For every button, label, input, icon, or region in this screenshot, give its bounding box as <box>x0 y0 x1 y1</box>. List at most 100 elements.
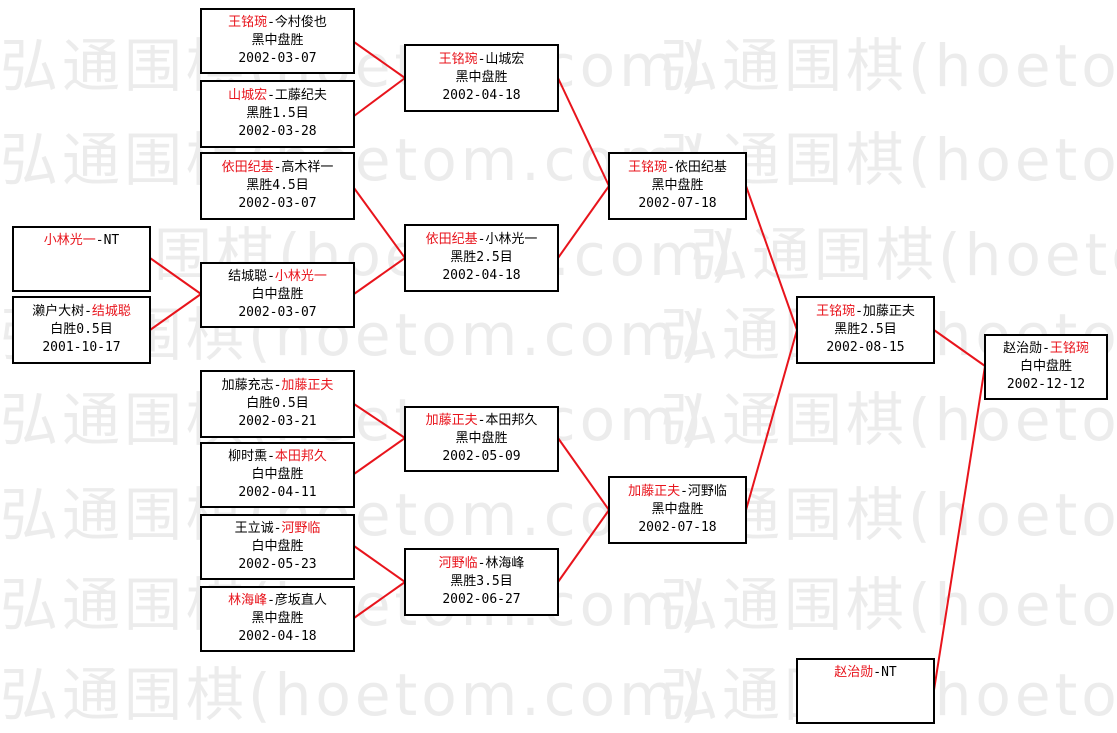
player-2-name: 加藤正夫 <box>281 378 334 393</box>
match-result: 黑中盘胜 <box>455 70 508 85</box>
player-1-name: 小林光一 <box>43 233 96 248</box>
match-date: 2002-04-18 <box>238 629 317 644</box>
match-box[interactable]: 柳时熏-本田邦久 白中盘胜 2002-04-11 <box>200 442 355 508</box>
match-result: 白中盘胜 <box>251 539 304 554</box>
bracket-line <box>745 329 798 511</box>
player-1-name: 山城宏 <box>228 88 268 103</box>
match-box[interactable]: 小林光一-NT <box>12 226 151 292</box>
match-box[interactable]: 河野临-林海峰 黑胜3.5目 2002-06-27 <box>404 548 559 616</box>
player-1-name: 王铭琬 <box>438 52 478 67</box>
player-2-name: 本田邦久 <box>485 413 538 428</box>
match-result: 黑中盘胜 <box>651 178 704 193</box>
match-result: 黑胜2.5目 <box>450 250 513 265</box>
bracket-line <box>353 77 406 117</box>
bracket-line <box>933 329 986 367</box>
match-date: 2002-07-18 <box>638 196 717 211</box>
match-box[interactable]: 王立诚-河野临 白中盘胜 2002-05-23 <box>200 514 355 580</box>
bracket-line <box>353 545 406 583</box>
match-box[interactable]: 山城宏-工藤纪夫 黑胜1.5目 2002-03-28 <box>200 80 355 148</box>
match-players: 加藤充志-加藤正夫 <box>221 378 334 393</box>
match-players: 王立诚-河野临 <box>234 521 321 536</box>
bracket-line <box>353 581 406 619</box>
match-players: 山城宏-工藤纪夫 <box>228 88 327 103</box>
match-result: 白中盘胜 <box>251 287 304 302</box>
match-players: 依田纪基-小林光一 <box>425 232 538 247</box>
player-2-name: 王铭琬 <box>1049 341 1089 356</box>
match-players: 加藤正夫-本田邦久 <box>425 413 538 428</box>
player-2-name: 小林光一 <box>485 232 538 247</box>
match-box[interactable]: 王铭琬-加藤正夫 黑胜2.5目 2002-08-15 <box>796 296 935 364</box>
match-box[interactable]: 加藤正夫-本田邦久 黑中盘胜 2002-05-09 <box>404 406 559 472</box>
match-result: 白中盘胜 <box>1019 359 1072 374</box>
player-2-name: 高木祥一 <box>281 160 334 175</box>
player-1-name: 赵治勋 <box>834 665 874 680</box>
player-1-name: 王铭琬 <box>816 304 856 319</box>
match-date: 2002-04-18 <box>442 268 521 283</box>
match-box[interactable]: 王铭琬-山城宏 黑中盘胜 2002-04-18 <box>404 44 559 112</box>
player-1-name: 林海峰 <box>228 593 268 608</box>
match-box[interactable]: 加藤充志-加藤正夫 白胜0.5目 2002-03-21 <box>200 370 355 438</box>
match-date: 2002-05-09 <box>442 449 521 464</box>
bracket-line <box>149 293 202 331</box>
bracket-line <box>557 185 610 259</box>
match-players: 河野临-林海峰 <box>438 556 525 571</box>
match-result: 白中盘胜 <box>251 467 304 482</box>
match-players: 依田纪基-高木祥一 <box>221 160 334 175</box>
match-date: 2002-07-18 <box>638 520 717 535</box>
player-1-name: 加藤充志 <box>221 378 274 393</box>
bracket-line <box>557 437 610 511</box>
match-box[interactable]: 加藤正夫-河野临 黑中盘胜 2002-07-18 <box>608 476 747 544</box>
player-2-name: 河野临 <box>687 484 727 499</box>
match-result: 黑胜3.5目 <box>450 574 513 589</box>
match-players: 濑户大树-结城聪 <box>32 304 131 319</box>
match-result: 白胜0.5目 <box>50 322 113 337</box>
match-date: 2002-06-27 <box>442 592 521 607</box>
player-2-name: 彦坂直人 <box>274 593 327 608</box>
match-players: 加藤正夫-河野临 <box>628 484 727 499</box>
match-box[interactable]: 林海峰-彦坂直人 黑中盘胜 2002-04-18 <box>200 586 355 652</box>
match-date: 2002-03-07 <box>238 305 317 320</box>
player-1-name: 加藤正夫 <box>628 484 681 499</box>
match-date: 2002-04-11 <box>238 485 317 500</box>
bracket-line <box>745 185 798 331</box>
player-1-name: 王铭琬 <box>228 15 268 30</box>
match-box[interactable]: 赵治勋-NT <box>796 658 935 724</box>
match-box[interactable]: 赵治勋-王铭琬 白中盘胜 2002-12-12 <box>984 334 1108 400</box>
match-box[interactable]: 濑户大树-结城聪 白胜0.5目 2001-10-17 <box>12 296 151 364</box>
match-result: 黑胜2.5目 <box>834 322 897 337</box>
match-result: 黑胜4.5目 <box>246 178 309 193</box>
bracket-line <box>353 187 406 259</box>
bracket-line <box>557 509 610 583</box>
match-date: 2002-03-28 <box>238 124 317 139</box>
player-2-name: 小林光一 <box>274 269 327 284</box>
match-players: 小林光一-NT <box>43 233 120 248</box>
match-box[interactable]: 王铭琬-今村俊也 黑中盘胜 2002-03-07 <box>200 8 355 74</box>
match-box[interactable]: 依田纪基-高木祥一 黑胜4.5目 2002-03-07 <box>200 152 355 220</box>
match-players: 王铭琬-依田纪基 <box>628 160 727 175</box>
match-date: 2002-04-18 <box>442 88 521 103</box>
match-date: 2002-12-12 <box>1006 377 1086 392</box>
player-1-name: 加藤正夫 <box>425 413 478 428</box>
player-1-name: 王铭琬 <box>628 160 668 175</box>
match-result: 黑中盘胜 <box>651 502 704 517</box>
match-box[interactable]: 依田纪基-小林光一 黑胜2.5目 2002-04-18 <box>404 224 559 292</box>
match-date: 2002-03-07 <box>238 196 317 211</box>
bracket-line <box>353 403 406 439</box>
player-1-name: 依田纪基 <box>221 160 274 175</box>
player-1-name: 王立诚 <box>234 521 274 536</box>
match-box[interactable]: 结城聪-小林光一 白中盘胜 2002-03-07 <box>200 262 355 328</box>
player-1-name: 赵治勋 <box>1003 341 1043 356</box>
player-1-name: 依田纪基 <box>425 232 478 247</box>
player-2-name: 本田邦久 <box>274 449 327 464</box>
match-date: 2002-05-23 <box>238 557 317 572</box>
player-2-name: 山城宏 <box>485 52 525 67</box>
match-players: 王铭琬-加藤正夫 <box>816 304 915 319</box>
match-box[interactable]: 王铭琬-依田纪基 黑中盘胜 2002-07-18 <box>608 152 747 220</box>
player-2-name: 加藤正夫 <box>862 304 915 319</box>
player-1-name: 河野临 <box>438 556 478 571</box>
player-2-name: 工藤纪夫 <box>274 88 327 103</box>
match-date: 2002-08-15 <box>826 340 905 355</box>
player-2-name: 河野临 <box>281 521 321 536</box>
player-1-name: 结城聪 <box>228 269 268 284</box>
